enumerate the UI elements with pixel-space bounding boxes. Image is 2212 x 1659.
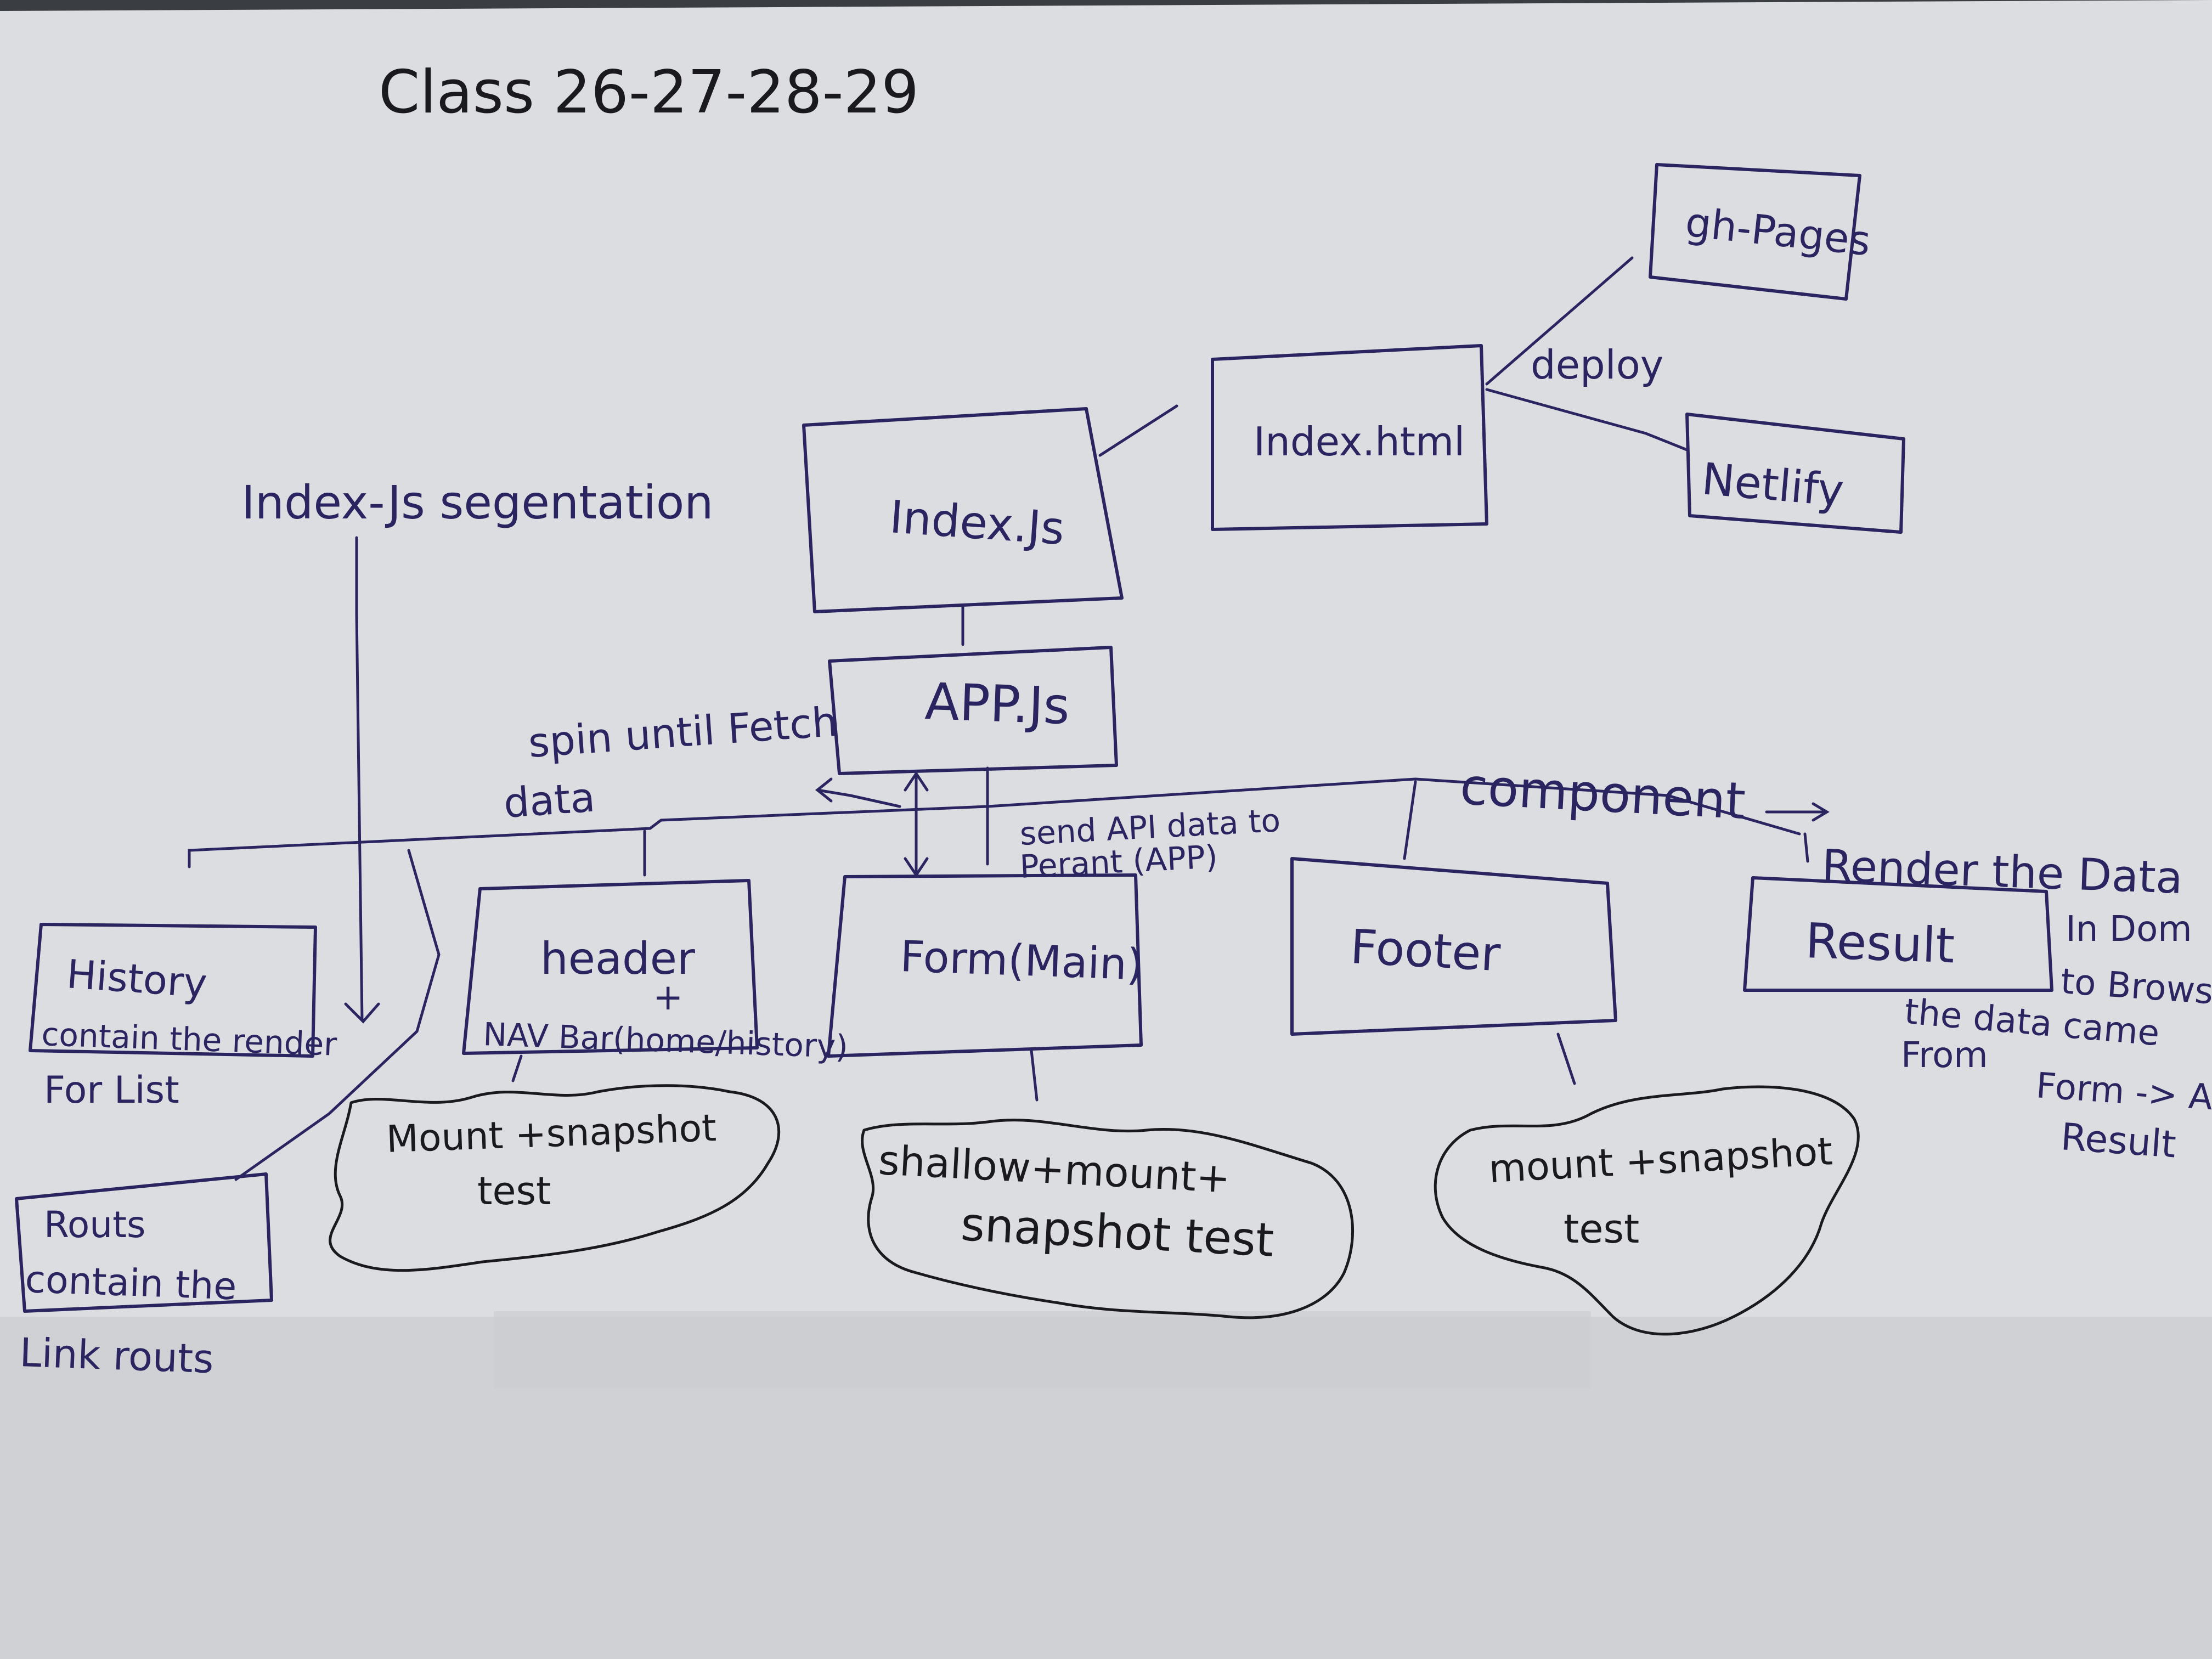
- form-box: [827, 873, 1143, 1058]
- arrow-form-app-head-bottom: [904, 857, 929, 878]
- header-label: header: [540, 933, 695, 984]
- form-label: Form(Main): [899, 932, 1144, 990]
- result-box: [1743, 876, 2053, 992]
- arrow-spin-head: [815, 777, 833, 803]
- spin-label-2: data: [502, 774, 596, 827]
- app-js-box: [828, 646, 1118, 775]
- index-js-box: [802, 407, 1124, 613]
- history-label: History: [65, 951, 208, 1007]
- header-box: [462, 879, 759, 1055]
- segmentation-label: Index-Js segentation: [241, 476, 713, 529]
- link-form-cloud: [1030, 1049, 1039, 1102]
- link-index-html-gh-pages: [1485, 256, 1634, 386]
- link-header-cloud: [511, 1054, 523, 1082]
- link-bus-footer: [1403, 780, 1417, 860]
- footer-test-cloud: [1434, 1085, 1860, 1336]
- gh-pages-box: [1649, 163, 1861, 301]
- link-index-html-netlify: [1485, 388, 1689, 452]
- history-desc-2: For List: [44, 1069, 179, 1112]
- page-title: Class 26-27-28-29: [379, 58, 919, 127]
- footer-box: [1290, 857, 1617, 1036]
- routes-desc-1: contain the: [24, 1258, 237, 1308]
- index-html-label: Index.html: [1254, 419, 1465, 465]
- link-bus-result: [1803, 832, 1809, 863]
- link-footer-cloud: [1556, 1032, 1576, 1085]
- routes-label: Routs: [44, 1204, 145, 1246]
- header-test-cloud: [329, 1084, 781, 1272]
- deploy-label: deploy: [1531, 342, 1663, 388]
- link-index-js-index-html: [1098, 404, 1178, 457]
- header-cloud-text-2: test: [477, 1169, 551, 1214]
- header-plus: +: [653, 976, 683, 1018]
- link-bus-routes: [234, 849, 441, 1181]
- result-label: Result: [1804, 912, 1955, 974]
- form-test-cloud: [861, 1119, 1354, 1319]
- arrow-form-app-head-top: [904, 771, 929, 792]
- component-bus: [188, 777, 1801, 868]
- routes-desc-2: Link routs: [19, 1329, 214, 1382]
- index-js-label: Index.Js: [888, 491, 1066, 555]
- footer-label: Footer: [1349, 919, 1502, 982]
- segmentation-arrow: [355, 536, 364, 1022]
- app-js-label: APP.Js: [924, 672, 1070, 736]
- routes-box: [15, 1172, 273, 1313]
- render-data-line-7: Result: [2059, 1115, 2177, 1166]
- component-arrow-head: [1812, 802, 1830, 822]
- footer-cloud-text-2: test: [1564, 1206, 1639, 1252]
- render-data-line-2: In Dom: [2066, 909, 2192, 950]
- arrow-spin: [816, 788, 901, 808]
- history-box: [29, 923, 317, 1058]
- netlify-label: Netlify: [1700, 453, 1846, 516]
- netlify-box: [1685, 413, 1905, 534]
- index-html-box: [1211, 344, 1488, 531]
- render-data-line-5: From: [1901, 1035, 1988, 1076]
- segmentation-arrow-head: [344, 1002, 380, 1024]
- render-data-label: Render the Data: [1821, 840, 2183, 904]
